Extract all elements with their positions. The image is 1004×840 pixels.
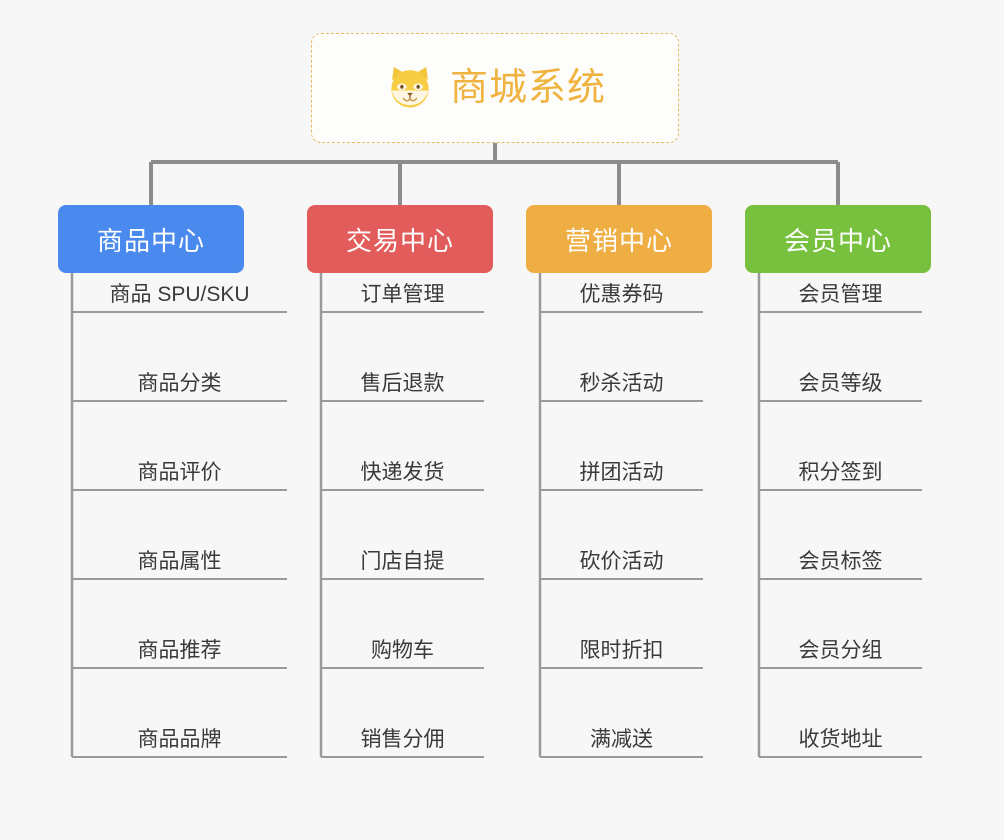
leaf-item-marketing-center-2[interactable]: 拼团活动 <box>540 446 703 490</box>
leaf-item-label: 商品分类 <box>137 372 222 395</box>
leaf-item-product-center-0[interactable]: 商品 SPU/SKU <box>72 268 287 312</box>
leaf-item-label: 门店自提 <box>360 550 445 573</box>
leaf-item-product-center-1[interactable]: 商品分类 <box>72 357 287 401</box>
leaf-item-label: 收货地址 <box>798 728 883 751</box>
leaf-item-label: 销售分佣 <box>360 728 445 751</box>
category-header-label: 营销中心 <box>564 225 673 256</box>
leaf-item-label: 会员等级 <box>798 372 883 395</box>
leaf-item-label: 快递发货 <box>360 461 445 484</box>
leaf-item-member-center-1[interactable]: 会员等级 <box>759 357 922 401</box>
category-header-label: 交易中心 <box>345 225 454 256</box>
leaf-item-label: 积分签到 <box>798 461 883 484</box>
leaf-item-label: 拼团活动 <box>579 461 664 484</box>
leaf-item-label: 商品品牌 <box>137 728 222 751</box>
leaf-item-trade-center-5[interactable]: 销售分佣 <box>321 713 484 757</box>
leaf-item-label: 会员标签 <box>798 550 883 573</box>
leaf-item-trade-center-4[interactable]: 购物车 <box>321 624 484 668</box>
leaf-item-label: 砍价活动 <box>579 550 664 573</box>
leaf-item-member-center-0[interactable]: 会员管理 <box>759 268 922 312</box>
leaf-item-label: 购物车 <box>371 639 434 662</box>
leaf-item-trade-center-3[interactable]: 门店自提 <box>321 535 484 579</box>
leaf-item-marketing-center-0[interactable]: 优惠券码 <box>540 268 703 312</box>
root-node-商城系统[interactable]: 商城系统 <box>311 33 679 143</box>
leaf-item-label: 商品属性 <box>137 550 222 573</box>
leaf-item-label: 秒杀活动 <box>579 372 664 395</box>
leaf-item-member-center-2[interactable]: 积分签到 <box>759 446 922 490</box>
leaf-item-trade-center-1[interactable]: 售后退款 <box>321 357 484 401</box>
leaf-item-member-center-5[interactable]: 收货地址 <box>759 713 922 757</box>
leaf-item-product-center-3[interactable]: 商品属性 <box>72 535 287 579</box>
leaf-item-marketing-center-3[interactable]: 砍价活动 <box>540 535 703 579</box>
category-header-product-center[interactable]: 商品中心 <box>58 205 244 273</box>
leaf-item-label: 商品评价 <box>137 461 222 484</box>
leaf-item-product-center-4[interactable]: 商品推荐 <box>72 624 287 668</box>
root-title: 商城系统 <box>449 67 606 109</box>
leaf-item-product-center-2[interactable]: 商品评价 <box>72 446 287 490</box>
leaf-item-label: 售后退款 <box>360 372 445 395</box>
leaf-item-product-center-5[interactable]: 商品品牌 <box>72 713 287 757</box>
leaf-item-label: 满减送 <box>590 728 653 751</box>
shiba-dog-face-icon <box>391 66 429 108</box>
leaf-item-label: 限时折扣 <box>579 639 664 662</box>
leaf-item-member-center-4[interactable]: 会员分组 <box>759 624 922 668</box>
leaf-item-label: 商品 SPU/SKU <box>109 283 250 306</box>
leaf-item-marketing-center-4[interactable]: 限时折扣 <box>540 624 703 668</box>
leaf-item-label: 订单管理 <box>360 283 445 306</box>
category-header-label: 商品中心 <box>96 225 205 256</box>
category-header-label: 会员中心 <box>783 225 892 256</box>
leaf-item-label: 会员分组 <box>798 639 883 662</box>
category-header-member-center[interactable]: 会员中心 <box>745 205 931 273</box>
leaf-item-trade-center-2[interactable]: 快递发货 <box>321 446 484 490</box>
leaf-item-label: 会员管理 <box>798 283 883 306</box>
leaf-item-marketing-center-1[interactable]: 秒杀活动 <box>540 357 703 401</box>
leaf-item-member-center-3[interactable]: 会员标签 <box>759 535 922 579</box>
leaf-item-trade-center-0[interactable]: 订单管理 <box>321 268 484 312</box>
leaf-item-label: 商品推荐 <box>137 639 222 662</box>
leaf-item-label: 优惠券码 <box>579 283 664 306</box>
category-header-trade-center[interactable]: 交易中心 <box>307 205 493 273</box>
leaf-item-marketing-center-5[interactable]: 满减送 <box>540 713 703 757</box>
category-header-marketing-center[interactable]: 营销中心 <box>526 205 712 273</box>
